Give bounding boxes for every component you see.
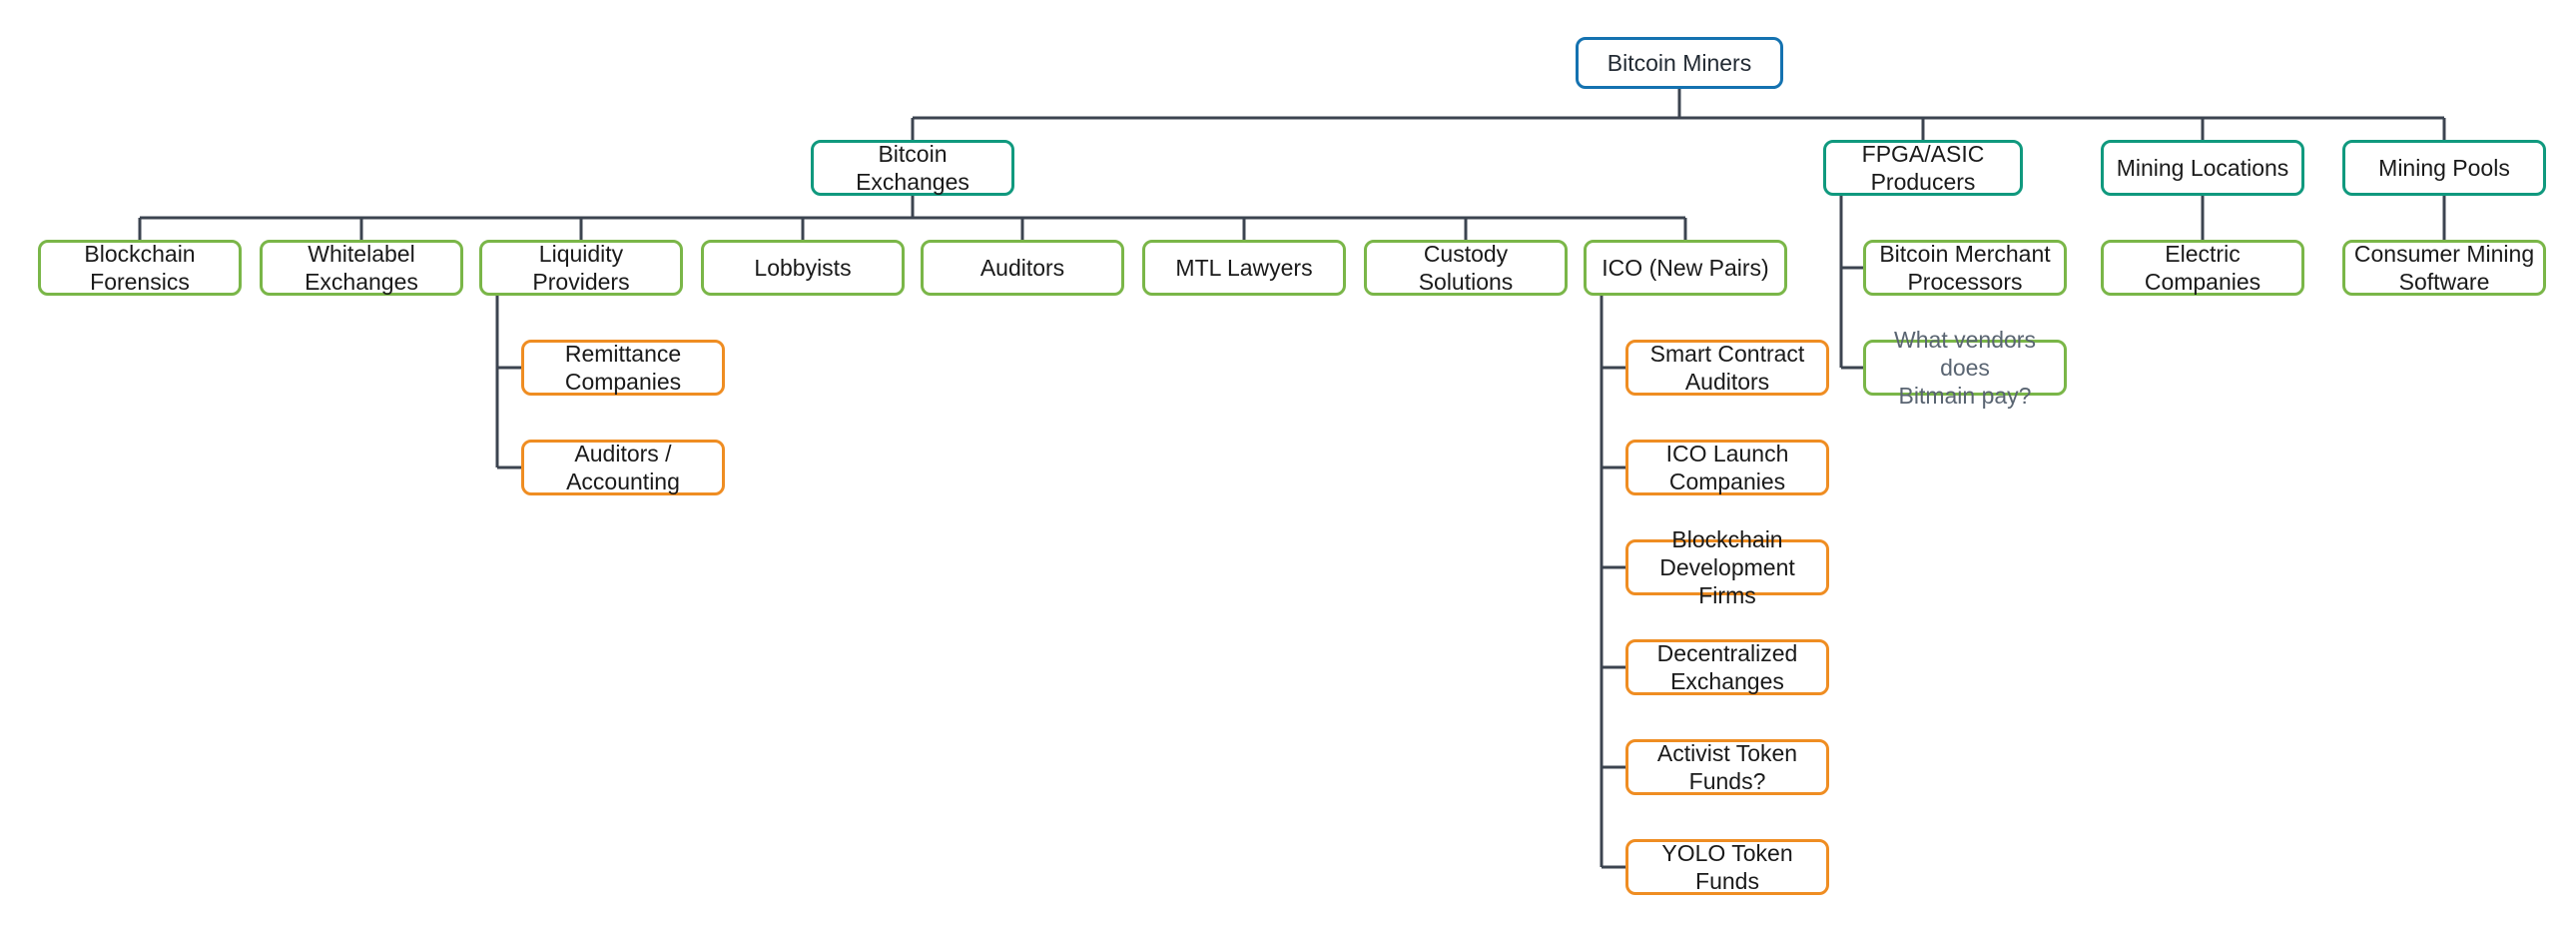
node-root[interactable]: Bitcoin Miners — [1576, 37, 1783, 89]
node-blockchain-development-firms[interactable]: Blockchain Development Firms — [1625, 526, 1829, 608]
node-auditors-accounting[interactable]: Auditors / Accounting — [521, 440, 725, 495]
node-smart-contract-auditors[interactable]: Smart Contract Auditors — [1625, 340, 1829, 396]
node-blockchain-forensics[interactable]: Blockchain Forensics — [38, 240, 242, 296]
node-label: Decentralized Exchanges — [1656, 639, 1798, 694]
node-label: Smart Contract Auditors — [1649, 340, 1805, 395]
node-label: Auditors — [979, 254, 1065, 281]
node-label: Remittance Companies — [564, 340, 682, 395]
node-label: ICO Launch Companies — [1665, 440, 1789, 494]
node-label: Mining Locations — [2116, 154, 2289, 181]
node-label: Activist Token Funds? — [1656, 739, 1798, 794]
node-label: Blockchain Forensics — [84, 240, 196, 295]
node-label: Whitelabel Exchanges — [305, 240, 418, 295]
node-auditors[interactable]: Auditors — [921, 240, 1124, 296]
node-label: Bitcoin Exchanges — [856, 140, 969, 195]
node-label: Lobbyists — [754, 254, 852, 281]
node-label: Custody Solutions — [1418, 240, 1514, 295]
node-consumer-mining-software[interactable]: Consumer Mining Software — [2342, 240, 2546, 296]
node-label: YOLO Token Funds — [1661, 839, 1793, 894]
node-bitcoin-exchanges[interactable]: Bitcoin Exchanges — [811, 140, 1014, 196]
node-ico-launch-companies[interactable]: ICO Launch Companies — [1625, 440, 1829, 495]
node-decentralized-exchanges[interactable]: Decentralized Exchanges — [1625, 639, 1829, 695]
node-remittance-companies[interactable]: Remittance Companies — [521, 340, 725, 396]
node-label: FPGA/ASIC Producers — [1861, 140, 1985, 195]
node-liquidity-providers[interactable]: Liquidity Providers — [479, 240, 683, 296]
node-label: What vendors does Bitmain pay? — [1894, 326, 2036, 410]
node-electric-companies[interactable]: Electric Companies — [2101, 240, 2304, 296]
node-label: Auditors / Accounting — [566, 440, 680, 494]
node-what-vendors-bitmain[interactable]: What vendors does Bitmain pay? — [1863, 327, 2067, 409]
node-label: Bitcoin Merchant Processors — [1879, 240, 2051, 295]
node-label: MTL Lawyers — [1175, 254, 1313, 281]
node-mining-pools[interactable]: Mining Pools — [2342, 140, 2546, 196]
node-whitelabel-exchanges[interactable]: Whitelabel Exchanges — [260, 240, 463, 296]
node-label: ICO (New Pairs) — [1602, 254, 1769, 281]
node-label: Consumer Mining Software — [2353, 240, 2535, 295]
node-activist-token-funds[interactable]: Activist Token Funds? — [1625, 739, 1829, 795]
node-lobbyists[interactable]: Lobbyists — [701, 240, 905, 296]
node-mtl-lawyers[interactable]: MTL Lawyers — [1142, 240, 1346, 296]
node-yolo-token-funds[interactable]: YOLO Token Funds — [1625, 839, 1829, 895]
node-label: Bitcoin Miners — [1607, 49, 1752, 76]
node-label: Blockchain Development Firms — [1659, 525, 1795, 609]
node-custody-solutions[interactable]: Custody Solutions — [1364, 240, 1568, 296]
node-fpga-asic-producers[interactable]: FPGA/ASIC Producers — [1823, 140, 2023, 196]
node-bitcoin-merchant-processors[interactable]: Bitcoin Merchant Processors — [1863, 240, 2067, 296]
node-ico-new-pairs[interactable]: ICO (New Pairs) — [1584, 240, 1787, 296]
node-label: Electric Companies — [2144, 240, 2261, 295]
node-mining-locations[interactable]: Mining Locations — [2101, 140, 2304, 196]
node-label: Mining Pools — [2378, 154, 2510, 181]
node-label: Liquidity Providers — [532, 240, 630, 295]
